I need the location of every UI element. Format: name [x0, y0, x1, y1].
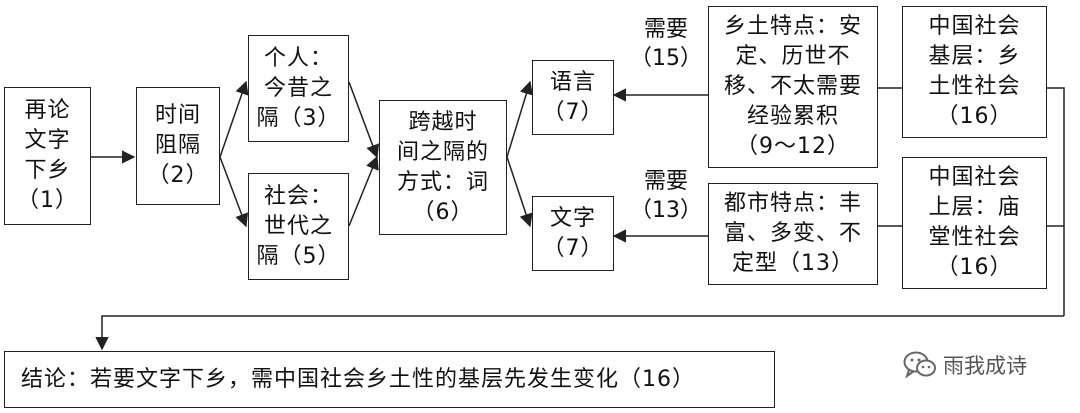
box-society-base: 中国社会基层：乡土性社会（16）: [902, 6, 1047, 138]
label-need-13: 需要（13）: [630, 169, 702, 223]
box-rediscuss-writing: 再论文字下乡（1）: [4, 87, 91, 225]
wechat-icon: [903, 351, 936, 379]
box-writing: 文字（7）: [532, 196, 614, 271]
watermark: 雨我成诗: [903, 350, 1027, 380]
box-society-upper: 中国社会上层：庙堂性社会（16）: [902, 157, 1047, 289]
box-urban-features: 都市特点：丰富、多变、不定型（13）: [708, 183, 878, 285]
arrow-to-conclusion: [95, 315, 1064, 351]
arrow-b5-b6: [506, 80, 533, 158]
box-personal-barrier: 个人：今昔之隔（3）: [248, 35, 349, 142]
box-conclusion: 结论：若要文字下乡，需中国社会乡土性的基层先发生变化（16）: [4, 351, 775, 408]
watermark-text: 雨我成诗: [943, 354, 1027, 378]
box-time-barrier: 时间阻隔（2）: [136, 87, 220, 205]
arrow-b4-b5: [348, 155, 379, 227]
arrow-b5-b7: [506, 156, 533, 228]
arrow-b2-b4: [219, 156, 249, 228]
box-speech: 语言（7）: [532, 60, 614, 135]
arrow-b2-b3: [219, 80, 249, 158]
box-social-barrier: 社会：世代之隔（5）: [248, 173, 349, 280]
box-rural-features: 乡土特点：安定、历世不移、不太需要经验累积（9～12）: [708, 6, 878, 168]
label-need-15: 需要（15）: [630, 17, 702, 71]
link-b10-right: [1047, 87, 1065, 316]
arrow-b3-b5: [348, 81, 380, 159]
box-crossing-method: 跨越时间之隔的方式：词（6）: [379, 100, 507, 235]
